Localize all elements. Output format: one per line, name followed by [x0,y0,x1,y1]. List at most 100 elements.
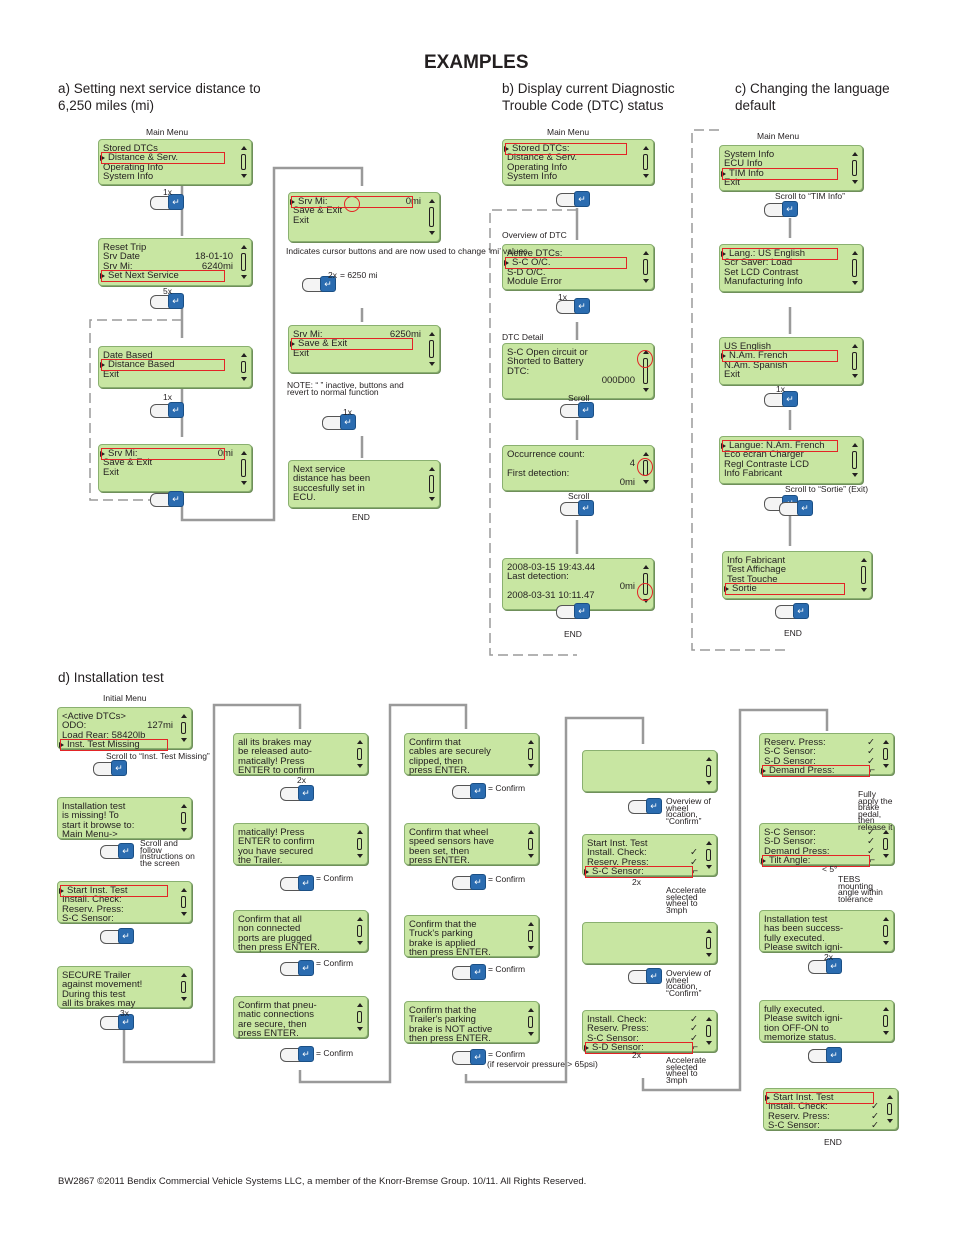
scroll-indicator [883,740,889,768]
lcd-line: Shorted to Battery [507,357,635,367]
lcd-line-value: 127mi [147,720,173,732]
lcd-line-text: brake is applied [409,937,476,949]
lcd-line-text: Distance Based [108,359,175,371]
lcd-line: Exit [293,349,421,359]
scroll-indicator [706,1017,712,1045]
lcd-line: 2008-03-15 19:43.44 [507,563,635,573]
count-label: 1x [163,392,172,402]
enter-button-icon: ↵ [168,194,184,210]
lcd-line: press ENTER. [238,1029,349,1039]
lcd-line: Start Inst. Test [765,1093,879,1102]
lcd-line: Srv Mi:6240mi [103,261,233,271]
scroll-label: Scroll [568,393,590,403]
scroll-sortie-label: Scroll to “Sortie” (Exit) [785,484,869,494]
lcd-line: Test Touche [727,575,853,585]
lcd-line-value: 0mi [217,448,233,459]
selection-highlight [101,152,225,165]
selection-highlight [762,855,871,868]
lcd-line-text: Active DTCs: [507,248,563,259]
lcd-line-text: Exit [103,368,119,380]
lcd-line: Active DTCs: [507,248,635,259]
lcd-line-text: Reserv. Press: [62,903,124,915]
scroll-indicator [528,1008,534,1036]
scroll-indicator [852,443,858,477]
lcd-line-text: S-D Sensor: [764,836,816,848]
lcd-line: 2008-03-31 10:11.47 [507,591,635,601]
x2-value-label: = 6250 mi [340,270,378,280]
selection-highlight [722,440,838,452]
lcd-line-value: ✓ [871,1110,879,1122]
lcd-line-text: Reserv. Press: [587,1023,649,1035]
lcd-line-text: <Active DTCs> [62,711,126,722]
scroll-indicator [357,740,363,768]
lcd-line-text: Confirm that all [238,914,302,925]
lcd-line: Save & Exit [103,458,233,468]
lcd-line [587,774,698,783]
scroll-indicator [241,146,247,178]
lcd-screen: fully executed.Please switch igni-tion O… [759,1000,894,1042]
lcd-line: Install. Check: [62,895,173,905]
lcd-line: Stored DTCs: [504,144,635,153]
lcd-line: Installation test [62,801,173,812]
overview-dtc-label: Overview of DTC [502,230,567,240]
lcd-line: Confirm that the [409,919,520,930]
enter-button-icon: ↵ [298,875,314,891]
count-label: 1x [558,292,567,302]
lcd-line-text: Installation test [62,801,126,812]
lcd-line-value: ✓ [871,1120,879,1132]
highlight-circle [637,350,653,368]
enter-button-icon: ↵ [578,500,594,516]
selection-highlight [60,739,169,752]
lcd-line-text: Confirm that the [409,919,477,930]
enter-button-icon: ↵ [574,603,590,619]
lcd-line-text: Exit [724,369,740,381]
lcd-line: Set Next Service [100,271,233,280]
lcd-line: S-D Sensor:⌐ [584,1043,698,1053]
lcd-line: Srv Mi:0mi [100,448,233,459]
lcd-line-text: Install. Check: [768,1101,828,1113]
lcd-line [587,955,698,964]
lcd-line-text: ECU Info [724,158,763,170]
confirm-label: = Confirm [488,1049,526,1059]
selection-highlight [722,248,838,260]
lcd-line [587,936,698,945]
lcd-line-text: Exit [293,214,309,226]
confirm-label: = Confirm [488,783,526,793]
lcd-line-value: 6250mi [389,329,421,340]
lcd-line: US English [724,342,844,352]
lcd-line: First detection: [507,469,635,479]
lcd-line-text: is missing! To [62,810,119,822]
lcd-line-text: then press ENTER. [409,1033,491,1045]
enter-button-icon: ↵ [298,785,314,801]
lcd-line-text: Next service [293,464,346,475]
lcd-line-text: Demand Press: [764,845,830,857]
count-label: 1x [163,187,172,197]
count-label: 2x [328,270,337,280]
lcd-line-text: System Info [103,171,154,183]
lcd-line: Exit [103,468,233,478]
lcd-line-text: Install. Check: [587,847,647,859]
lcd-line: ports are plugged [238,934,349,944]
selection-highlight [101,448,225,460]
lcd-line-text: S-D Sensor: [764,755,816,767]
lcd-line-text: S-C Sensor: [764,827,816,838]
lcd-line-text: S-C Sensor: [764,746,816,758]
lcd-line-text: fully executed. [764,932,825,944]
lcd-line-text: has been success- [764,923,844,935]
lcd-line-text: then press ENTER. [409,947,491,959]
lcd-line: brake is NOT active [409,1025,520,1035]
lcd-line: Confirm that pneu- [238,1001,349,1011]
scroll-indicator [883,830,889,858]
lcd-line: ODO:127mi [62,720,173,732]
scroll-indicator [429,199,435,235]
scroll-indicator [852,152,858,184]
lcd-line [587,755,698,764]
lcd-line: fully executed. [764,932,875,944]
lcd-line: S-C Sensor:✓ [768,1120,879,1132]
section-b-heading: b) Display current Diagnostic Trouble Co… [502,81,675,113]
